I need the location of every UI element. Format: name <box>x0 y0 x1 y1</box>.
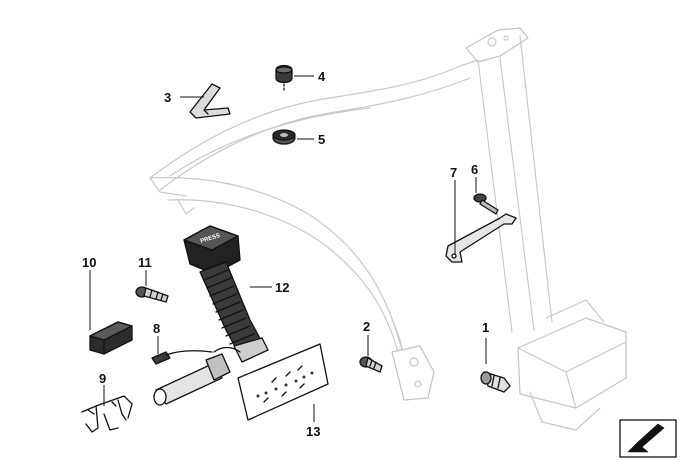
part-6-screw[interactable] <box>473 193 499 215</box>
part-8-sensor[interactable] <box>151 350 213 365</box>
leader-lines <box>89 75 487 422</box>
callout-13: 13 <box>306 424 320 439</box>
callout-6: 6 <box>471 162 478 177</box>
callout-12: 12 <box>275 280 289 295</box>
callout-3: 3 <box>164 90 171 105</box>
part-11-bolt[interactable] <box>135 286 169 303</box>
part-7-bracket[interactable] <box>445 213 517 263</box>
callout-5: 5 <box>318 132 325 147</box>
callout-2: 2 <box>363 319 370 334</box>
callout-labels: 1 2 3 4 5 6 7 8 9 10 11 12 13 <box>82 69 489 439</box>
part-3-clip[interactable] <box>189 83 231 119</box>
callout-9: 9 <box>99 371 106 386</box>
callout-8: 8 <box>153 321 160 336</box>
part-2-bolt[interactable] <box>359 356 383 373</box>
callout-7: 7 <box>450 165 457 180</box>
part-13-label[interactable] <box>237 343 329 421</box>
part-1-bolt[interactable] <box>480 371 511 393</box>
callout-11: 11 <box>138 255 152 270</box>
part-12-buckle[interactable]: PRESS <box>153 225 269 406</box>
part-9-clip[interactable] <box>81 395 133 433</box>
part-10-connector[interactable] <box>89 321 133 355</box>
callout-4: 4 <box>318 69 326 84</box>
callout-10: 10 <box>82 255 96 270</box>
seat-belt-ghost <box>149 27 627 431</box>
part-5-washer[interactable] <box>272 129 296 145</box>
callout-1: 1 <box>482 320 489 335</box>
direction-arrow-icon <box>619 419 677 458</box>
part-4-cap[interactable] <box>275 64 293 91</box>
buckle-press-label: PRESS <box>200 233 221 245</box>
